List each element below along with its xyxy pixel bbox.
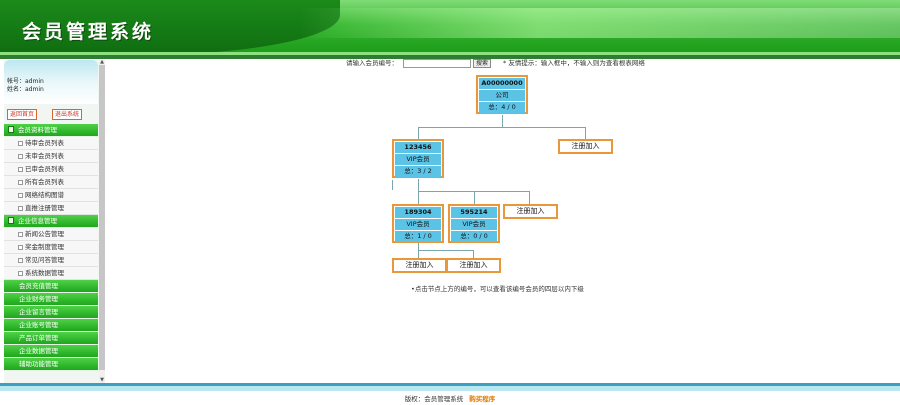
tree-connector	[418, 179, 419, 191]
folder-icon	[8, 217, 14, 224]
tree-connector	[529, 191, 530, 204]
sidebar: 帐号：admin 姓名：admin 返回首页 退出系统 会员资料管理 待审会员列…	[4, 60, 105, 383]
node-type: VIP会员	[395, 219, 441, 230]
tree-note: •点击节点上方的编号，可以查看该编号会员的四层以内下级	[411, 285, 584, 293]
footer-line	[0, 383, 900, 386]
menu-section-company-info[interactable]: 企业信息管理	[4, 215, 98, 228]
menu-section-finance[interactable]: 企业财务管理	[4, 293, 98, 306]
menu-item-system-data[interactable]: 系统数据管理	[4, 267, 98, 280]
tree-connector	[392, 180, 393, 190]
node-id-link[interactable]: 189304	[395, 207, 441, 218]
checkbox-icon	[18, 245, 23, 250]
menu-item-network-graph[interactable]: 网络结构图谱	[4, 189, 98, 202]
menu-item-direct-register[interactable]: 直推注册管理	[4, 202, 98, 215]
checkbox-icon	[18, 271, 23, 276]
node-total: 总：4 / 0	[479, 102, 525, 113]
member-id-input[interactable]	[403, 59, 471, 68]
tree-connector	[418, 250, 473, 251]
menu-section-data[interactable]: 企业数据管理	[4, 345, 98, 358]
tree-node-root: A00000000 公司 总：4 / 0	[476, 75, 528, 114]
node-id-link[interactable]: 123456	[395, 142, 441, 153]
node-total: 总：3 / 2	[395, 166, 441, 177]
user-account: 帐号：admin	[7, 78, 44, 85]
checkbox-icon	[18, 206, 23, 211]
checkbox-icon	[18, 141, 23, 146]
checkbox-icon	[18, 167, 23, 172]
checkbox-icon	[18, 258, 23, 263]
tree-node-level1: 123456 VIP会员 总：3 / 2	[392, 139, 444, 178]
menu-item-pending-members[interactable]: 待审会员列表	[4, 137, 98, 150]
folder-icon	[8, 126, 14, 133]
scrollbar-thumb[interactable]	[99, 65, 105, 370]
search-tip: * 友情提示：输入框中，不输入则为查看根表网络	[503, 59, 645, 67]
menu-section-member-info[interactable]: 会员资料管理	[4, 124, 98, 137]
checkbox-icon	[18, 232, 23, 237]
sidebar-menu: 会员资料管理 待审会员列表 未审会员列表 已审会员列表 所有会员列表 网络结构图…	[4, 124, 98, 371]
tree-connector	[502, 115, 503, 127]
register-join-button[interactable]: 注册加入	[558, 139, 613, 154]
node-type: VIP会员	[451, 219, 497, 230]
tree-node-level2b: 595214 VIP会员 总：0 / 0	[448, 204, 500, 243]
user-info: 帐号：admin 姓名：admin	[4, 60, 98, 104]
menu-item-all-members[interactable]: 所有会员列表	[4, 176, 98, 189]
menu-item-news[interactable]: 新闻公告管理	[4, 228, 98, 241]
tree-node-level2a: 189304 VIP会员 总：1 / 0	[392, 204, 444, 243]
node-total: 总：0 / 0	[451, 231, 497, 242]
logout-button[interactable]: 退出系统	[52, 109, 83, 120]
node-type: VIP会员	[395, 154, 441, 165]
menu-section-recharge[interactable]: 会员充值管理	[4, 280, 98, 293]
menu-section-messages[interactable]: 企业留言管理	[4, 306, 98, 319]
tree-connector	[418, 250, 419, 258]
tree-connector	[418, 191, 419, 204]
menu-section-tools[interactable]: 辅助功能管理	[4, 358, 98, 371]
home-button[interactable]: 返回首页	[7, 109, 38, 120]
menu-item-faq[interactable]: 常见问答管理	[4, 254, 98, 267]
node-type: 公司	[479, 90, 525, 101]
menu-section-orders[interactable]: 产品订单管理	[4, 332, 98, 345]
search-button[interactable]: 搜索	[473, 59, 491, 68]
app-title: 会员管理系统	[22, 21, 155, 43]
sidebar-button-row: 返回首页 退出系统	[6, 109, 98, 121]
node-id-link[interactable]: 595214	[451, 207, 497, 218]
menu-item-unreviewed-members[interactable]: 未审会员列表	[4, 150, 98, 163]
tree-connector	[473, 250, 474, 258]
checkbox-icon	[18, 193, 23, 198]
menu-item-reviewed-members[interactable]: 已审会员列表	[4, 163, 98, 176]
checkbox-icon	[18, 154, 23, 159]
search-label: 请输入会员编号：	[346, 59, 398, 67]
footer: 版权：会员管理系统购买程序	[0, 393, 900, 405]
tree-connector	[418, 191, 529, 192]
header-bottom-line	[0, 52, 900, 55]
node-id-link[interactable]: A00000000	[479, 78, 525, 89]
tree-connector	[474, 191, 475, 204]
register-join-button[interactable]: 注册加入	[446, 258, 501, 273]
register-join-button[interactable]: 注册加入	[392, 258, 447, 273]
buy-program-link[interactable]: 购买程序	[469, 395, 496, 403]
footer-band	[0, 386, 900, 391]
menu-section-accounts[interactable]: 企业账号管理	[4, 319, 98, 332]
scroll-down-icon[interactable]: ▼	[100, 377, 104, 383]
tree-connector	[418, 127, 586, 128]
header-glow	[300, 8, 900, 38]
footer-copyright: 版权：会员管理系统	[404, 395, 464, 403]
header-banner: 会员管理系统	[0, 0, 900, 55]
menu-item-bonus-rules[interactable]: 奖金制度管理	[4, 241, 98, 254]
node-total: 总：1 / 0	[395, 231, 441, 242]
register-join-button[interactable]: 注册加入	[503, 204, 558, 219]
sidebar-scrollbar[interactable]: ▲ ▼	[99, 60, 105, 383]
scroll-up-icon[interactable]: ▲	[100, 59, 104, 65]
tree-connector	[418, 243, 419, 251]
header-stripe	[0, 55, 900, 59]
user-name: 姓名：admin	[7, 86, 44, 93]
tree-connector	[585, 127, 586, 140]
checkbox-icon	[18, 180, 23, 185]
tree-connector	[418, 127, 419, 140]
